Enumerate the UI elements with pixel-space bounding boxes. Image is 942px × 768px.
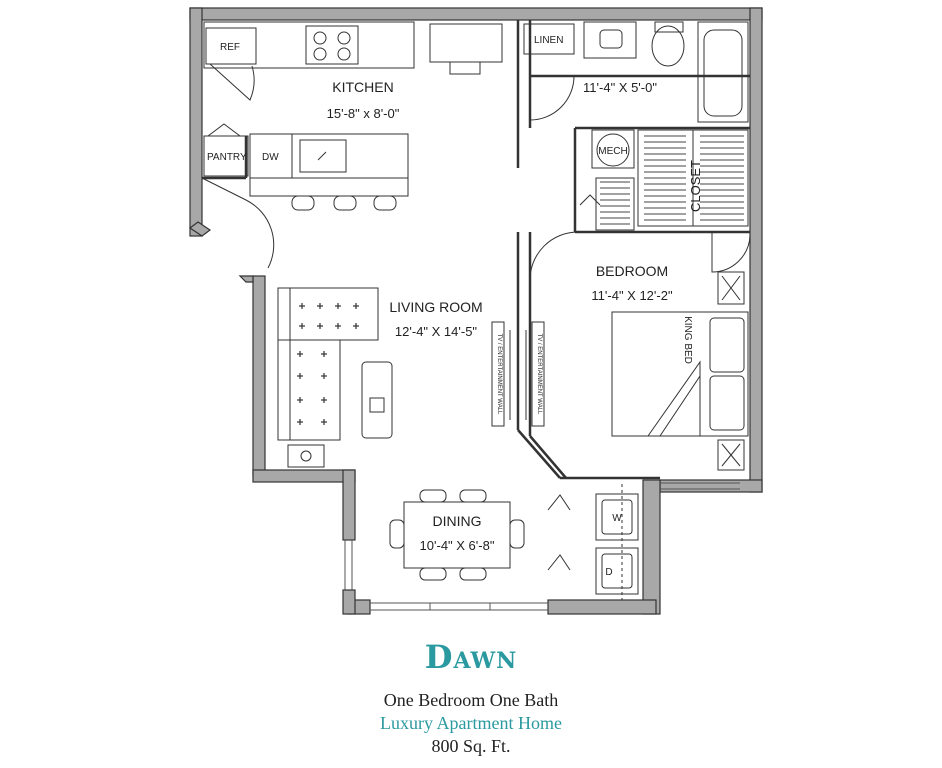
- interior-walls: [202, 20, 750, 480]
- closet-rods: [600, 135, 744, 225]
- ref-label: REF: [220, 42, 240, 53]
- bath-dims: 11'-4" X 5'-0": [583, 80, 657, 95]
- living-furniture: [277, 287, 393, 468]
- mech-label: MECH: [598, 146, 627, 157]
- floor-plan: REF PANTRY DW KITCHEN 15'-8" x 8'-0" LIN…: [188, 7, 763, 615]
- doors: [201, 63, 751, 571]
- king-bed-label: KING BED: [682, 316, 693, 364]
- kitchen-name: KITCHEN: [332, 79, 393, 95]
- dining-furniture: [389, 489, 525, 581]
- linen-label: LINEN: [534, 35, 563, 46]
- dryer-label: D: [605, 567, 612, 578]
- tv-walls: [491, 321, 545, 427]
- plan-tagline: Luxury Apartment Home: [380, 713, 562, 733]
- tv-wall-label-left: TV / ENTERTAINMENT WALL: [496, 334, 502, 415]
- windows: [344, 482, 740, 611]
- laundry-fixtures: [595, 484, 639, 600]
- plan-type: One Bedroom One Bath: [383, 690, 559, 710]
- bedroom-furniture: [611, 271, 749, 471]
- pantry-label: PANTRY: [207, 152, 247, 163]
- bedroom-dims: 11'-4" X 12'-2": [591, 288, 673, 303]
- dining-name: DINING: [433, 513, 482, 529]
- bedroom-name: BEDROOM: [596, 263, 668, 279]
- sofa-dots: [297, 303, 359, 425]
- tv-wall-label-right: TV / ENTERTAINMENT WALL: [536, 334, 542, 415]
- living-room-dims: 12'-4" X 14'-5": [395, 324, 478, 339]
- plan-area: 800 Sq. Ft.: [431, 736, 511, 756]
- plan-name: Dawn: [424, 638, 518, 676]
- living-room-name: LIVING ROOM: [389, 299, 482, 315]
- dw-label: DW: [262, 152, 279, 163]
- washer-label: W: [612, 513, 622, 524]
- kitchen-fixtures: [203, 21, 503, 211]
- bath-fixtures: [523, 21, 749, 123]
- closet-label: CLOSET: [688, 160, 703, 212]
- dining-dims: 10'-4" X 6'-8": [420, 538, 495, 553]
- closet-fixtures: [591, 129, 749, 231]
- kitchen-dims: 15'-8" x 8'-0": [327, 106, 400, 121]
